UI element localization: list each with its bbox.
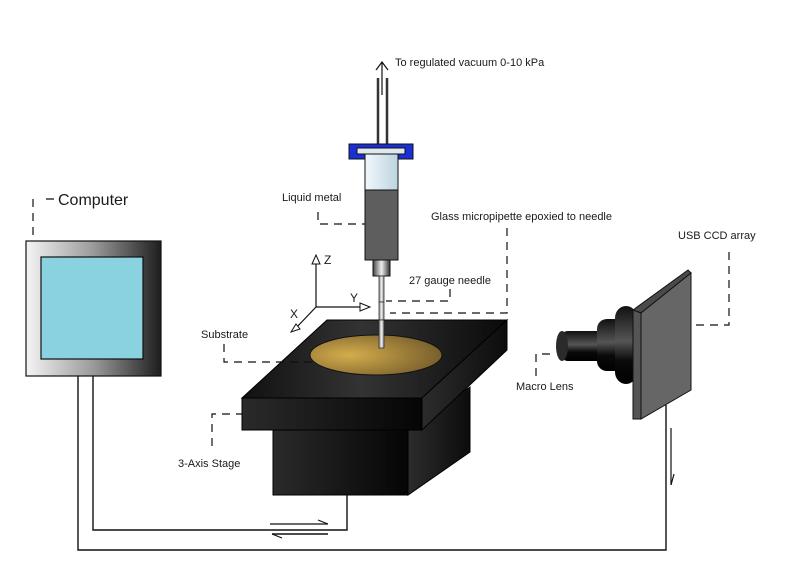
computer-leader bbox=[32, 198, 54, 241]
camera-cable bbox=[77, 376, 675, 551]
vacuum-line bbox=[375, 61, 389, 145]
z-axis-label: Z bbox=[324, 253, 331, 267]
data-arrow-icon bbox=[670, 428, 675, 486]
z-arrow-icon bbox=[311, 253, 321, 265]
y-arrow-icon bbox=[359, 302, 372, 312]
substrate-leader bbox=[223, 344, 312, 363]
macro-lens-label: Macro Lens bbox=[516, 381, 574, 393]
liquid-metal-leader bbox=[317, 212, 365, 225]
needle-label: 27 gauge needle bbox=[409, 275, 491, 287]
macro-lens-leader bbox=[535, 353, 556, 376]
substrate-label: Substrate bbox=[201, 329, 248, 341]
micropipette-label: Glass micropipette epoxied to needle bbox=[431, 211, 612, 223]
computer-label: Computer bbox=[58, 192, 129, 209]
bidirectional-arrow-icon bbox=[270, 519, 329, 539]
ccd-label: USB CCD array bbox=[678, 230, 756, 242]
substrate bbox=[309, 334, 443, 376]
axes-indicator: Z Y X bbox=[289, 253, 372, 333]
y-axis-label: Y bbox=[350, 291, 358, 305]
macro-lens bbox=[556, 306, 637, 384]
stage-leader bbox=[211, 413, 242, 446]
liquid-metal-reservoir bbox=[364, 189, 399, 261]
liquid-metal-label: Liquid metal bbox=[282, 192, 341, 204]
usb-ccd-array bbox=[631, 269, 692, 420]
needle bbox=[378, 275, 385, 303]
micropipette-tip bbox=[378, 319, 385, 349]
vacuum-label: To regulated vacuum 0-10 kPa bbox=[395, 57, 545, 69]
needle-hub bbox=[372, 259, 391, 277]
computer-monitor bbox=[25, 240, 162, 377]
stage-cable bbox=[92, 376, 348, 539]
micropipette-leader bbox=[390, 228, 508, 314]
ccd-leader bbox=[691, 252, 730, 326]
x-axis-label: X bbox=[290, 307, 298, 321]
vacuum-arrow-icon bbox=[375, 61, 389, 95]
syringe-barrel bbox=[364, 153, 399, 191]
syringe bbox=[348, 143, 414, 347]
needle-leader bbox=[386, 289, 451, 302]
stage-label: 3-Axis Stage bbox=[178, 458, 240, 470]
x-arrow-icon bbox=[289, 323, 301, 333]
computer-screen bbox=[40, 256, 144, 360]
